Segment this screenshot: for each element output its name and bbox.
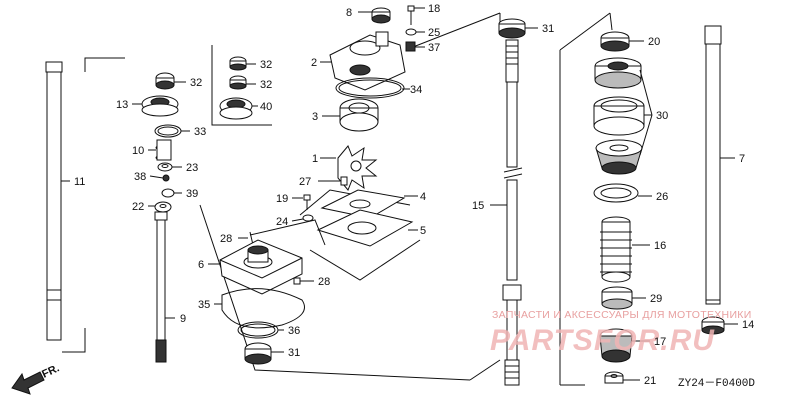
callout-10: 10	[132, 145, 144, 157]
callout-4: 4	[420, 191, 426, 203]
callout-15: 15	[472, 200, 484, 212]
watermark: ЗАПЧАСТИ И АКСЕССУАРЫ ДЛЯ МОТОТЕХНИКИ PA…	[490, 309, 752, 357]
callout-28-right: 28	[318, 276, 330, 288]
callout-19: 19	[276, 193, 288, 205]
callout-18: 18	[428, 3, 440, 15]
callout-2: 2	[311, 57, 317, 69]
callout-34: 34	[410, 84, 422, 96]
part-15-drive-shaft	[490, 18, 538, 386]
callout-25: 25	[428, 27, 440, 39]
callout-14: 14	[742, 319, 754, 331]
watermark-logo-text: PARTSFOR.RU	[490, 324, 715, 357]
callout-6: 6	[198, 259, 204, 271]
pump-base-assembly	[208, 231, 314, 365]
callout-24: 24	[276, 216, 288, 228]
callout-32-left: 32	[190, 77, 202, 89]
callout-5: 5	[420, 225, 426, 237]
callout-35: 35	[198, 299, 210, 311]
front-label: FR.	[40, 362, 61, 380]
front-direction-indicator: FR.	[11, 362, 61, 395]
watermark-tagline: ЗАПЧАСТИ И АКСЕССУАРЫ ДЛЯ МОТОТЕХНИКИ	[492, 309, 752, 321]
part-9-shift-rod	[154, 211, 175, 363]
callout-17: 17	[654, 336, 666, 348]
callout-37: 37	[428, 42, 440, 54]
callout-31-bottom: 31	[288, 347, 300, 359]
callout-11: 11	[74, 176, 85, 188]
diagram-reference-code: ZY24－F0400D	[678, 378, 755, 390]
seal-group-32-40	[219, 56, 258, 120]
callout-40: 40	[260, 101, 272, 113]
front-arrow-icon	[11, 371, 45, 395]
small-parts-column	[132, 72, 190, 213]
callout-21: 21	[644, 375, 656, 387]
callout-30: 30	[656, 110, 668, 122]
callout-29: 29	[650, 293, 662, 305]
callout-20: 20	[648, 36, 660, 48]
callout-16: 16	[654, 240, 666, 252]
callout-38: 38	[134, 171, 146, 183]
callout-26: 26	[656, 191, 668, 203]
callout-1: 1	[312, 153, 318, 165]
callout-31-top: 31	[542, 23, 554, 35]
callout-13: 13	[116, 99, 128, 111]
right-bearing-column	[593, 31, 653, 384]
callout-36: 36	[288, 325, 300, 337]
callout-22: 22	[132, 201, 144, 213]
callout-3: 3	[312, 111, 318, 123]
part-7-water-tube	[701, 25, 738, 335]
callout-8: 8	[346, 7, 352, 19]
callout-labels: 8 18 25 37 2 34 3 1 27 4 5 19 24 28 28 6…	[74, 3, 754, 387]
callout-23: 23	[186, 162, 198, 174]
callout-32-upper: 32	[260, 59, 272, 71]
callout-9: 9	[180, 313, 186, 325]
callout-39: 39	[186, 188, 198, 200]
callout-27: 27	[299, 176, 311, 188]
callout-32-lower: 32	[260, 79, 272, 91]
callout-7: 7	[739, 153, 745, 165]
water-pump-assembly	[291, 5, 425, 247]
callout-28-top: 28	[220, 233, 232, 245]
callout-33: 33	[194, 126, 206, 138]
part-11-long-shaft	[45, 61, 70, 341]
group-brackets	[62, 12, 613, 386]
